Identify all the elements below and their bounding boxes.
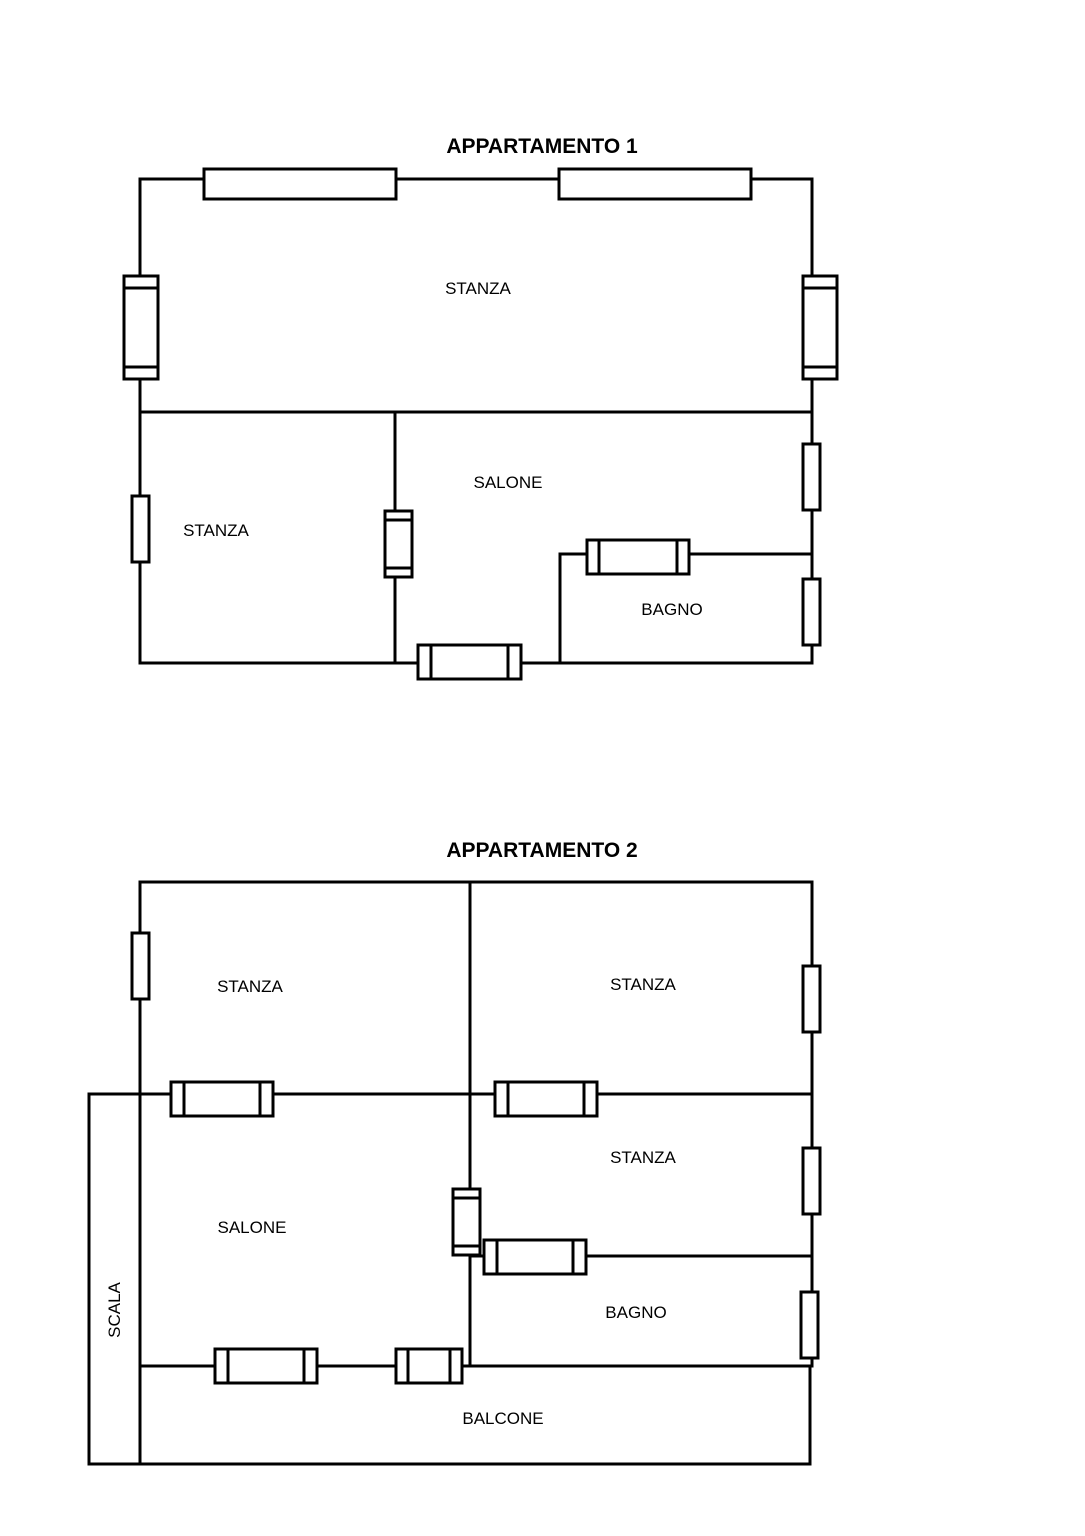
balcony-door: [394, 1347, 464, 1385]
apartment-2-plan: APPARTAMENTO 2: [87, 839, 822, 1466]
window: [801, 577, 822, 647]
interior-door: [451, 1187, 482, 1257]
bath-door: [585, 538, 691, 576]
window: [130, 494, 151, 564]
window: [799, 1290, 820, 1360]
apartment-2-title: APPARTAMENTO 2: [446, 839, 637, 862]
interior-door: [493, 1080, 599, 1118]
room-label: SALONE: [474, 473, 543, 492]
room-label: BAGNO: [641, 600, 702, 619]
window: [130, 931, 151, 1001]
room-label: STANZA: [610, 1148, 676, 1167]
entrance-door: [416, 643, 523, 681]
apartment-1-outer-wall: [138, 177, 814, 665]
window: [801, 442, 822, 512]
room-label: SALONE: [218, 1218, 287, 1237]
interior-door: [383, 509, 414, 579]
room-label: BALCONE: [462, 1409, 543, 1428]
room-label: BAGNO: [605, 1303, 666, 1322]
room-label: STANZA: [217, 977, 283, 996]
room-label: STANZA: [445, 279, 511, 298]
window: [801, 964, 822, 1034]
interior-door: [169, 1080, 275, 1118]
bath-door: [482, 1238, 588, 1276]
window: [557, 167, 753, 201]
room-label: STANZA: [183, 521, 249, 540]
balcony-door: [213, 1347, 319, 1385]
window: [801, 1146, 822, 1216]
balcony-door: [801, 274, 839, 381]
window: [202, 167, 398, 201]
apartment-1-plan: APPARTAMENTO 1: [122, 135, 839, 681]
room-label: STANZA: [610, 975, 676, 994]
apartment-1-title: APPARTAMENTO 1: [446, 135, 638, 158]
room-label-stairs: SCALA: [105, 1281, 124, 1337]
balcony-door: [122, 274, 160, 381]
